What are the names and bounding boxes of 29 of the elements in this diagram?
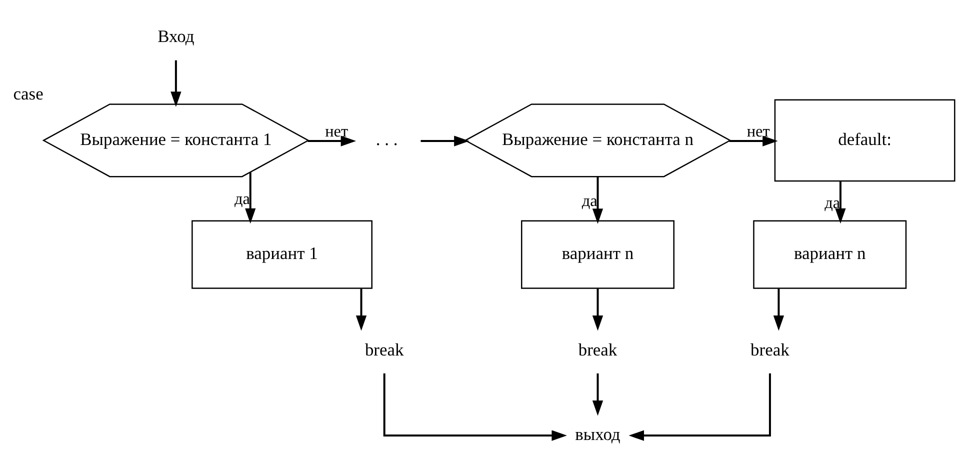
node-box: default:	[774, 99, 956, 182]
node-text: выход	[575, 424, 620, 444]
arrow	[773, 288, 784, 331]
arrow	[835, 181, 846, 224]
node-text: break	[364, 339, 404, 360]
node-text: Вход	[158, 26, 194, 46]
arrow	[170, 60, 182, 107]
arrow	[628, 373, 771, 441]
arrow	[592, 288, 604, 331]
arrow	[308, 136, 356, 146]
arrow	[383, 373, 567, 441]
arrow	[245, 172, 256, 224]
node-text: break	[750, 339, 790, 360]
arrow	[729, 136, 778, 146]
arrow	[592, 176, 604, 224]
edge-label: да	[824, 194, 840, 212]
edge-label: нет	[746, 122, 770, 141]
node-box: вариант n	[753, 220, 907, 289]
arrow	[420, 136, 470, 146]
node-text: . . .	[376, 129, 398, 150]
node-text: break	[578, 339, 618, 360]
node-label: case	[13, 83, 44, 104]
arrow	[592, 373, 604, 416]
node-box: вариант 1	[192, 220, 372, 289]
edge-label: да	[582, 192, 598, 210]
edge-label: да	[234, 190, 250, 208]
arrow	[356, 288, 367, 331]
node-box: вариант n	[521, 220, 674, 289]
edge-label: нет	[325, 122, 348, 141]
